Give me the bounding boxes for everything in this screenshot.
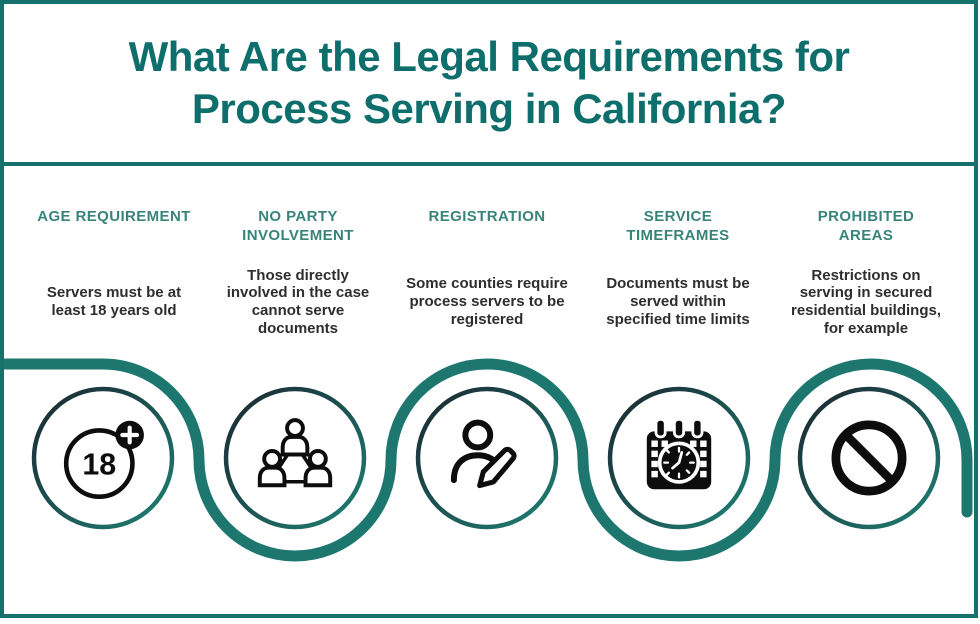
- column-heading: AGE REQUIREMENT: [37, 208, 191, 225]
- calendar-clock-icon: [607, 386, 751, 530]
- wave-line: [0, 358, 973, 562]
- icon-circle-prohibited: [796, 385, 942, 531]
- icon-circle-registration: [414, 385, 560, 531]
- column-prohibited-areas: PROHIBITED AREAS Restrictions on serving…: [774, 208, 958, 358]
- column-heading: NO PARTY INVOLVEMENT: [242, 208, 354, 244]
- column-heading: SERVICE TIMEFRAMES: [626, 208, 730, 244]
- icon-circle-age: 18: [30, 385, 176, 531]
- header-divider: [0, 162, 978, 166]
- people-network-icon: [223, 386, 367, 530]
- column-no-party-involvement: NO PARTY INVOLVEMENT Those directly invo…: [206, 208, 390, 358]
- gradient-ring: [223, 386, 367, 530]
- column-heading: REGISTRATION: [428, 208, 546, 225]
- column-registration: REGISTRATION Some counties require proce…: [395, 208, 579, 358]
- age-18-plus-icon: 18: [31, 386, 175, 530]
- svg-text:18: 18: [82, 449, 116, 482]
- column-body: Those directly involved in the case cann…: [226, 266, 370, 337]
- column-age-requirement: AGE REQUIREMENT Servers must be at least…: [22, 208, 206, 358]
- column-heading: PROHIBITED AREAS: [817, 208, 915, 244]
- page-title: What Are the Legal Requirements for Proc…: [128, 32, 850, 133]
- column-body: Documents must be served within specifie…: [606, 275, 750, 328]
- column-service-timeframes: SERVICE TIMEFRAMES Documents must be ser…: [586, 208, 770, 358]
- icon-circle-timeframes: [606, 385, 752, 531]
- person-edit-icon: [415, 386, 559, 530]
- column-body: Restrictions on serving in secured resid…: [790, 266, 942, 337]
- prohibited-icon: [797, 386, 941, 530]
- icon-circle-no-party: [222, 385, 368, 531]
- header: What Are the Legal Requirements for Proc…: [4, 4, 974, 162]
- column-body: Servers must be at least 18 years old: [46, 284, 182, 319]
- column-body: Some counties require process servers to…: [406, 275, 568, 328]
